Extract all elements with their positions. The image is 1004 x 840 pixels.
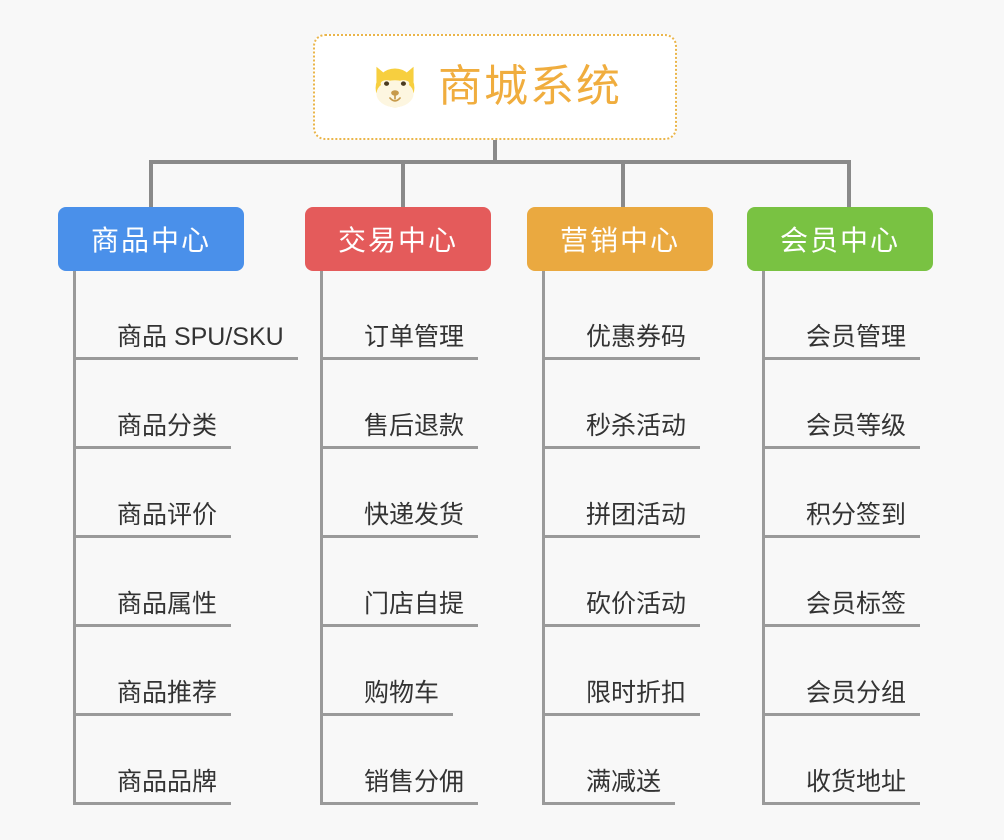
branch-column-1: 商品中心 商品 SPU/SKU 商品分类 商品评价 商品属性 商品推荐 商品品牌: [58, 207, 298, 805]
leaf-label: 拼团活动: [541, 501, 701, 538]
branch-title-1: 商品中心: [90, 225, 211, 256]
connector-drop-4: [847, 160, 851, 208]
list-item[interactable]: 门店自提: [305, 538, 491, 627]
list-item[interactable]: 会员管理: [747, 271, 933, 360]
list-item[interactable]: 积分签到: [747, 449, 933, 538]
list-item[interactable]: 砍价活动: [527, 538, 713, 627]
list-item[interactable]: 收货地址: [747, 716, 933, 805]
connector-drop-3: [621, 160, 625, 208]
leaf-label: 商品 SPU/SKU: [73, 323, 298, 360]
list-item[interactable]: 销售分佣: [305, 716, 491, 805]
connector-root-stem: [493, 140, 497, 164]
root-node[interactable]: 商城系统: [313, 34, 677, 140]
branch-title-4: 会员中心: [779, 225, 900, 256]
list-item[interactable]: 商品分类: [58, 360, 244, 449]
list-item[interactable]: 商品属性: [58, 538, 244, 627]
list-item[interactable]: 售后退款: [305, 360, 491, 449]
branch-title-3: 营销中心: [559, 225, 680, 256]
list-item[interactable]: 订单管理: [305, 271, 491, 360]
branch-column-2: 交易中心 订单管理 售后退款 快递发货 门店自提 购物车 销售分佣: [305, 207, 491, 805]
leaf-list-1: 商品 SPU/SKU 商品分类 商品评价 商品属性 商品推荐 商品品牌: [58, 271, 298, 805]
leaf-label: 商品品牌: [72, 768, 232, 805]
leaf-label: 销售分佣: [319, 768, 479, 805]
list-item[interactable]: 商品推荐: [58, 627, 244, 716]
leaf-label: 订单管理: [319, 323, 479, 360]
leaf-label: 优惠券码: [541, 323, 701, 360]
list-item[interactable]: 秒杀活动: [527, 360, 713, 449]
leaf-label: 商品评价: [72, 501, 232, 538]
branch-title-2: 交易中心: [337, 225, 458, 256]
leaf-label: 限时折扣: [541, 679, 701, 716]
list-item[interactable]: 快递发货: [305, 449, 491, 538]
connector-drop-2: [401, 160, 405, 208]
list-item[interactable]: 会员标签: [747, 538, 933, 627]
branch-header-4[interactable]: 会员中心: [747, 207, 933, 271]
list-item[interactable]: 限时折扣: [527, 627, 713, 716]
leaf-label: 售后退款: [319, 412, 479, 449]
connector-horizontal-bus: [149, 160, 849, 164]
root-title: 商城系统: [438, 62, 622, 111]
list-item[interactable]: 优惠券码: [527, 271, 713, 360]
leaf-label: 会员标签: [761, 590, 921, 627]
list-item[interactable]: 拼团活动: [527, 449, 713, 538]
leaf-label: 快递发货: [319, 501, 479, 538]
leaf-list-2: 订单管理 售后退款 快递发货 门店自提 购物车 销售分佣: [305, 271, 491, 805]
leaf-label: 购物车: [319, 679, 454, 716]
list-item[interactable]: 商品 SPU/SKU: [58, 271, 298, 360]
leaf-label: 会员等级: [761, 412, 921, 449]
dog-face-icon: [375, 66, 415, 110]
leaf-label: 积分签到: [761, 501, 921, 538]
leaf-label: 秒杀活动: [541, 412, 701, 449]
leaf-label: 收货地址: [761, 768, 921, 805]
leaf-list-3: 优惠券码 秒杀活动 拼团活动 砍价活动 限时折扣 满减送: [527, 271, 713, 805]
leaf-label: 砍价活动: [541, 590, 701, 627]
branch-header-3[interactable]: 营销中心: [527, 207, 713, 271]
leaf-label: 商品属性: [72, 590, 232, 627]
list-item[interactable]: 商品品牌: [58, 716, 244, 805]
branch-column-3: 营销中心 优惠券码 秒杀活动 拼团活动 砍价活动 限时折扣 满减送: [527, 207, 713, 805]
leaf-label: 商品分类: [72, 412, 232, 449]
branch-header-1[interactable]: 商品中心: [58, 207, 244, 271]
list-item[interactable]: 会员等级: [747, 360, 933, 449]
list-item[interactable]: 购物车: [305, 627, 491, 716]
list-item[interactable]: 商品评价: [58, 449, 244, 538]
leaf-list-4: 会员管理 会员等级 积分签到 会员标签 会员分组 收货地址: [747, 271, 933, 805]
connector-drop-1: [149, 160, 153, 208]
list-item[interactable]: 满减送: [527, 716, 713, 805]
list-item[interactable]: 会员分组: [747, 627, 933, 716]
leaf-label: 门店自提: [319, 590, 479, 627]
leaf-label: 商品推荐: [72, 679, 232, 716]
branch-header-2[interactable]: 交易中心: [305, 207, 491, 271]
leaf-label: 会员分组: [761, 679, 921, 716]
leaf-label: 满减送: [541, 768, 676, 805]
branch-column-4: 会员中心 会员管理 会员等级 积分签到 会员标签 会员分组 收货地址: [747, 207, 933, 805]
leaf-label: 会员管理: [761, 323, 921, 360]
